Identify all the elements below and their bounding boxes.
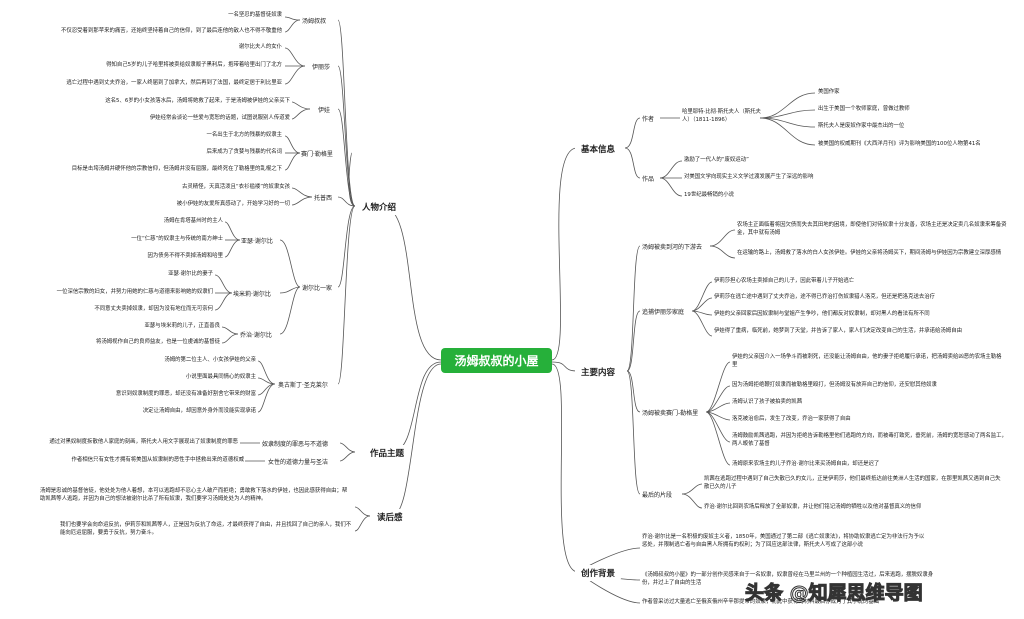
eva-item-2: 伊娃经常会谈论一些爱与宽恕的话题，试图说服别人传道爱 <box>149 115 290 121</box>
george-item-2: 将汤姆视作自己的良师益友，也是一位虔诚的基督徒 <box>96 339 220 345</box>
arthur-item-1: 汤姆在肯塔基州时的主人 <box>163 218 223 224</box>
theme-label-1[interactable]: 奴隶制度的罪恶与不道德 <box>262 441 329 448</box>
node-george-shelby[interactable]: 乔治·谢尔比 <box>240 332 272 339</box>
legree-content-5: 汤姆鼓励凯茜逃跑，并因为拒绝告诉勒格里他们逃跑的方向，而被毒打致死，垂死前，汤姆… <box>732 433 1007 447</box>
branch-reflection[interactable]: 读后感 <box>371 509 409 525</box>
node-eva[interactable]: 伊娃 <box>318 107 331 114</box>
branch-characters[interactable]: 人物介绍 <box>356 199 403 215</box>
chase-item-4: 伊娃得了重病，临死前，她梦到了天堂，并告诉了家人，家人们决定改变自己的生活，并承… <box>714 328 962 334</box>
node-arthur-shelby[interactable]: 亚瑟·谢尔比 <box>241 238 273 245</box>
tom-item-2: 不仅忍受着到那苹来的痛苦，还始终坚持着自己的信仰，到了最后连他的敌人也不得不敬重… <box>60 28 282 34</box>
work-item-3: 19世纪最畅销的小说 <box>684 192 734 198</box>
author-name: 哈里耶特·比彻·斯托夫人（斯托夫人）（1811-1896） <box>682 109 761 123</box>
st-clare-item-3: 意识到奴隶制度的罪恶，却还没有准备好割舍它带来的财富 <box>115 391 256 397</box>
eliza-item-3: 逃亡过程中遇到丈夫乔治，一家人终届到了加拿大，然后再到了法国，最终定居于利比里亚 <box>66 80 282 86</box>
eliza-item-1: 谢尔比夫人的女仆 <box>238 44 282 50</box>
author-item-1: 美国作家 <box>818 89 840 95</box>
node-topsy[interactable]: 托普西 <box>314 195 333 202</box>
george-item-1: 亚瑟与埃米莉的儿子，正直善良 <box>144 323 220 329</box>
background-item-2: 《汤姆叔叔的小屋》的一部分创作灵感来自于一名奴隶，奴隶曾经在马里兰州的一个种植园… <box>642 572 934 586</box>
emily-item-2: 一位深信宗教的妇女，并努力用她的仁慈与道德来影响她的奴隶们 <box>56 289 213 295</box>
watermark: 头条 @知犀思维导图 <box>745 582 924 605</box>
node-st-clare[interactable]: 奥古斯丁·圣克莱尔 <box>278 382 328 389</box>
node-legree[interactable]: 赛门·勒格里 <box>301 151 333 158</box>
branch-background[interactable]: 创作背景 <box>575 565 622 581</box>
legree-content-4: 洛克被治愈后，发生了改变，乔治一家获得了自由 <box>732 416 851 422</box>
legree-item-2: 后来成为了贪婪与残暴的代名词 <box>206 149 282 155</box>
st-clare-item-1: 汤姆的第二位主人、小女孩伊娃的父亲 <box>164 357 256 363</box>
node-tom[interactable]: 汤姆叔叔 <box>302 18 327 25</box>
theme-text-2: 作者相信只有女性才拥有将美国从奴隶制的恶性手中拯救出来的道德权威 <box>71 457 244 463</box>
background-item-3: 作者曾采访过大量逃亡至俄亥俄州辛辛那提市的奴隶，而此中获得的材料最后亦成为了其小… <box>642 599 880 605</box>
background-item-1: 乔治·谢尔比是一名积极的废奴主义者，1850年，美国通过了第二部《逃亡奴隶法》，… <box>642 534 925 548</box>
node-eliza-chase[interactable]: 追捕伊丽莎家庭 <box>642 309 685 316</box>
sold-item-1: 农场主正面临着将因欠债而失去其田地的困境，即使他们对待奴隶十分友善，农场主还是决… <box>737 222 1007 236</box>
node-legree-sold[interactable]: 汤姆被卖赛门-勒格里 <box>642 410 699 417</box>
central-topic[interactable]: 汤姆叔叔的小屋 <box>441 348 552 373</box>
emily-item-3: 不同意丈夫卖掉奴隶，却因为没有地位而无可奈何 <box>94 306 213 312</box>
theme-label-2[interactable]: 女性的道德力量与圣洁 <box>268 459 329 466</box>
arthur-item-3: 因为债务不得不卖掉汤姆和哈里 <box>147 253 223 259</box>
sold-item-2: 在运输的路上，汤姆救了落水的白人女孩伊娃。伊娃的父亲将汤姆买下，期间汤姆与伊娃因… <box>737 250 1002 256</box>
author-item-4: 被美国的权威期刊《大西洋月刊》评为影响美国的100位人物第41名 <box>818 141 981 147</box>
chase-item-3: 伊娃的父亲回家后因奴隶制与堂姐产生争吵，他们都反对奴隶制，却对黑人的看法有所不同 <box>714 311 930 317</box>
work-item-1: 激励了一代人的“废奴运动” <box>684 157 749 163</box>
topsy-item-2: 被小伊娃的友爱所真感动了，开始学习好的一切 <box>176 201 290 207</box>
emily-item-1: 亚瑟·谢尔比的妻子 <box>168 271 213 277</box>
node-sold[interactable]: 汤姆被卖到河的下游去 <box>642 244 703 251</box>
author-item-3: 斯托夫人是废奴作家中最杰出的一位 <box>818 123 905 129</box>
node-work[interactable]: 作品 <box>642 176 655 183</box>
legree-content-6: 汤姆原来农场主的儿子乔治·谢尔比来买汤姆自由，却还是迟了 <box>732 461 880 467</box>
legree-content-2: 因为汤姆拒绝鞭打奴隶而被勒格里殴打，但汤姆没有放弃自己的信仰，还安慰其他奴隶 <box>732 382 937 388</box>
legree-item-3: 目标是击垮汤姆并硬怀他的宗教信仰，但汤姆并没有屈服，最终死在了勒格里的乱棍之下 <box>71 166 282 172</box>
ending-item-2: 乔治·谢尔比回到农场后释放了全部奴隶，并让他们铭记汤姆的牺牲以及他对基督真义的信… <box>704 504 922 510</box>
arthur-item-2: 一位“仁慈”的奴隶主与传统的南方绅士 <box>131 236 223 242</box>
branch-main-content[interactable]: 主要内容 <box>575 364 622 380</box>
legree-item-1: 一名出生于北方的残暴的奴隶主 <box>206 132 282 138</box>
topsy-item-1: 古灵精怪，天真活泼且“衣衫褴褛”的奴隶女孩 <box>181 184 290 190</box>
node-shelby-family[interactable]: 谢尔比一家 <box>302 285 333 292</box>
legree-content-1: 伊娃的父亲因介入一场争斗而被刺死，还没能让汤姆自由，他的妻子拒绝履行承诺，把汤姆… <box>732 354 1002 368</box>
legree-content-3: 汤姆认识了孩子被拍卖的凯茜 <box>732 399 803 405</box>
chase-item-2: 伊莉莎在逃亡途中遇到了丈夫乔治，途不得已乔治打伤奴隶猎人洛克，但还是把洛克送去治… <box>714 294 936 300</box>
eliza-item-2: 得知自己5岁的儿子哈里将被卖给奴隶贩子黑利后，抱带着哈里出门了北方 <box>106 62 282 68</box>
branch-themes[interactable]: 作品主题 <box>364 445 411 461</box>
tom-item-1: 一名坚忍的基督徒奴隶 <box>228 12 282 18</box>
reflection-item-1: 汤姆是忠诚的基督信徒，他处处为他人着想，本可以逃跑却不忍心主人破产而拒绝；勇敢救… <box>40 488 348 502</box>
st-clare-item-2: 小说里面最具同情心的奴隶主 <box>185 374 256 380</box>
node-author[interactable]: 作者 <box>642 116 655 123</box>
eva-item-1: 这名5、6岁的小女孩落水后，汤姆将她救了起来，于是汤姆被伊娃的父亲买下 <box>105 98 290 104</box>
st-clare-item-4: 决定让汤姆自由，却因意外身外而没能实现承诺 <box>142 408 256 414</box>
ending-item-1: 凯茜在逃跑过程中遇到了自己失散已久的女儿，正是伊莉莎，他们最终抵达前往美洲人生活… <box>704 476 1001 490</box>
branch-basic-info[interactable]: 基本信息 <box>575 141 622 157</box>
author-item-2: 出生于美国一个牧师家庭，曾做过教师 <box>818 106 910 112</box>
node-emily-shelby[interactable]: 埃米莉·谢尔比 <box>233 291 271 298</box>
theme-text-1: 通过对黑奴制度拆散他人家庭的刻画，斯托夫人用文字展现出了奴隶制度的罪恶 <box>49 439 238 445</box>
reflection-item-2: 我们也要学会向命运反抗，伊莉莎和凯茜等人，正是因为反抗了命运，才最终获得了自由，… <box>60 522 352 536</box>
node-eliza[interactable]: 伊丽莎 <box>312 64 331 71</box>
work-item-2: 对美国文学向现实主义文学过渡发展产生了深远的影响 <box>684 174 814 180</box>
chase-item-1: 伊莉莎担心农场主卖掉自己的儿子，因此带着儿子开始逃亡 <box>714 278 855 284</box>
node-ending[interactable]: 最后的片段 <box>642 492 673 499</box>
